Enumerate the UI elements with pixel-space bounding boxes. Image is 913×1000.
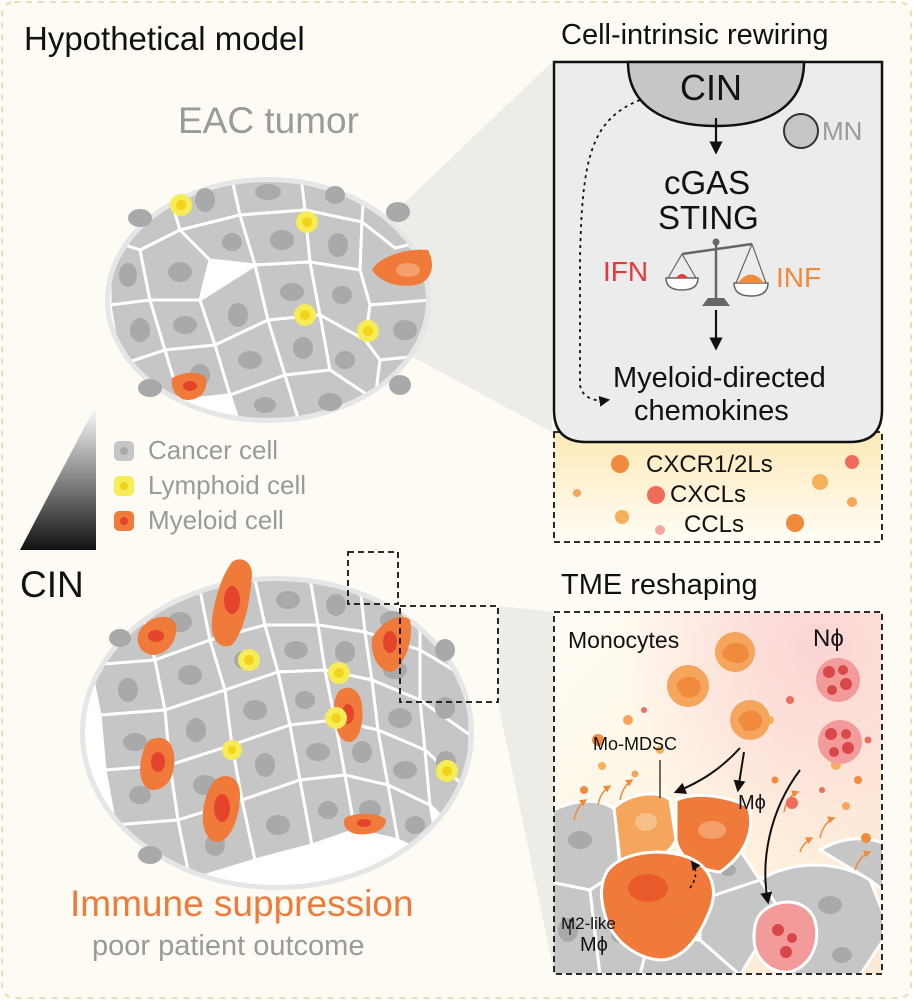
- cin-axis-label: CIN: [20, 564, 84, 605]
- sensor-line1: cGAS: [664, 164, 751, 201]
- cell-outline: [552, 60, 884, 444]
- macrophage-label: Mϕ: [738, 792, 766, 814]
- micronucleus: [783, 113, 819, 149]
- monocytes-label: Monocytes: [568, 627, 680, 653]
- cin-gradient-wedge: [20, 405, 96, 550]
- arrow-neutrophil-infiltration: [760, 769, 801, 905]
- rewiring-heading: Cell-intrinsic rewiring: [561, 19, 829, 51]
- chemokine-dots: [573, 455, 859, 535]
- myeloid-cells: [171, 249, 432, 400]
- outcome-subline: poor patient outcome: [92, 930, 365, 962]
- zoom-wedge-bottom: [498, 606, 554, 972]
- legend-cancer-cell: Cancer cell: [148, 435, 279, 465]
- monocyte-cells: [667, 632, 770, 740]
- neutrophil-label: Nϕ: [813, 625, 844, 652]
- neutrophil-cells: [816, 658, 862, 764]
- legend-lymphoid-cell: Lymphoid cell: [148, 470, 307, 500]
- zoom-box-large: [399, 605, 499, 703]
- tumor-label: EAC tumor: [178, 100, 359, 141]
- m2-label-line2: Mϕ: [580, 934, 608, 956]
- chemokine-box: [553, 431, 883, 543]
- output-line2: chemokines: [634, 395, 789, 427]
- arrow-monocyte-to-mdsc: [673, 747, 741, 794]
- mo-mdsc-label: Mo-MDSC: [593, 734, 677, 754]
- balance-left-label: IFN: [603, 256, 649, 287]
- tme-panel: [553, 611, 883, 975]
- sensor-line2: STING: [658, 199, 759, 236]
- figure-title: Hypothetical model: [24, 20, 305, 57]
- myeloid-cells: [137, 559, 411, 842]
- balance-right-label: INF: [776, 262, 822, 293]
- chemokine-cxcl: CXCLs: [670, 481, 747, 508]
- zoom-box-small: [347, 551, 399, 605]
- m2-label-line1: M2-like: [561, 914, 616, 933]
- rewiring-panel: [552, 60, 884, 543]
- arrow-dashed-direct: [579, 99, 641, 407]
- balance-scale-icon: [665, 238, 769, 306]
- arrow-polarization: [689, 860, 701, 889]
- legend-swatches: [114, 441, 134, 531]
- tumor-high-cin: [80, 551, 499, 890]
- lymphoid-cells: [170, 194, 379, 342]
- tumor-low-cin: [105, 177, 432, 423]
- nucleus-label: CIN: [680, 67, 742, 108]
- tme-heading: TME reshaping: [561, 569, 758, 601]
- arrow-monocyte-to-macrophage: [733, 751, 746, 793]
- micronucleus-label: MN: [822, 116, 863, 146]
- tme-box: [553, 611, 883, 975]
- output-line1: Myeloid-directed: [613, 362, 826, 394]
- lymphoid-cells: [222, 649, 458, 782]
- chemokine-ccl: CCLs: [684, 511, 745, 538]
- legend-myeloid-cell: Myeloid cell: [148, 505, 284, 535]
- chemokine-cxcr: CXCR1/2Ls: [646, 451, 773, 478]
- outcome-headline: Immune suppression: [70, 883, 414, 924]
